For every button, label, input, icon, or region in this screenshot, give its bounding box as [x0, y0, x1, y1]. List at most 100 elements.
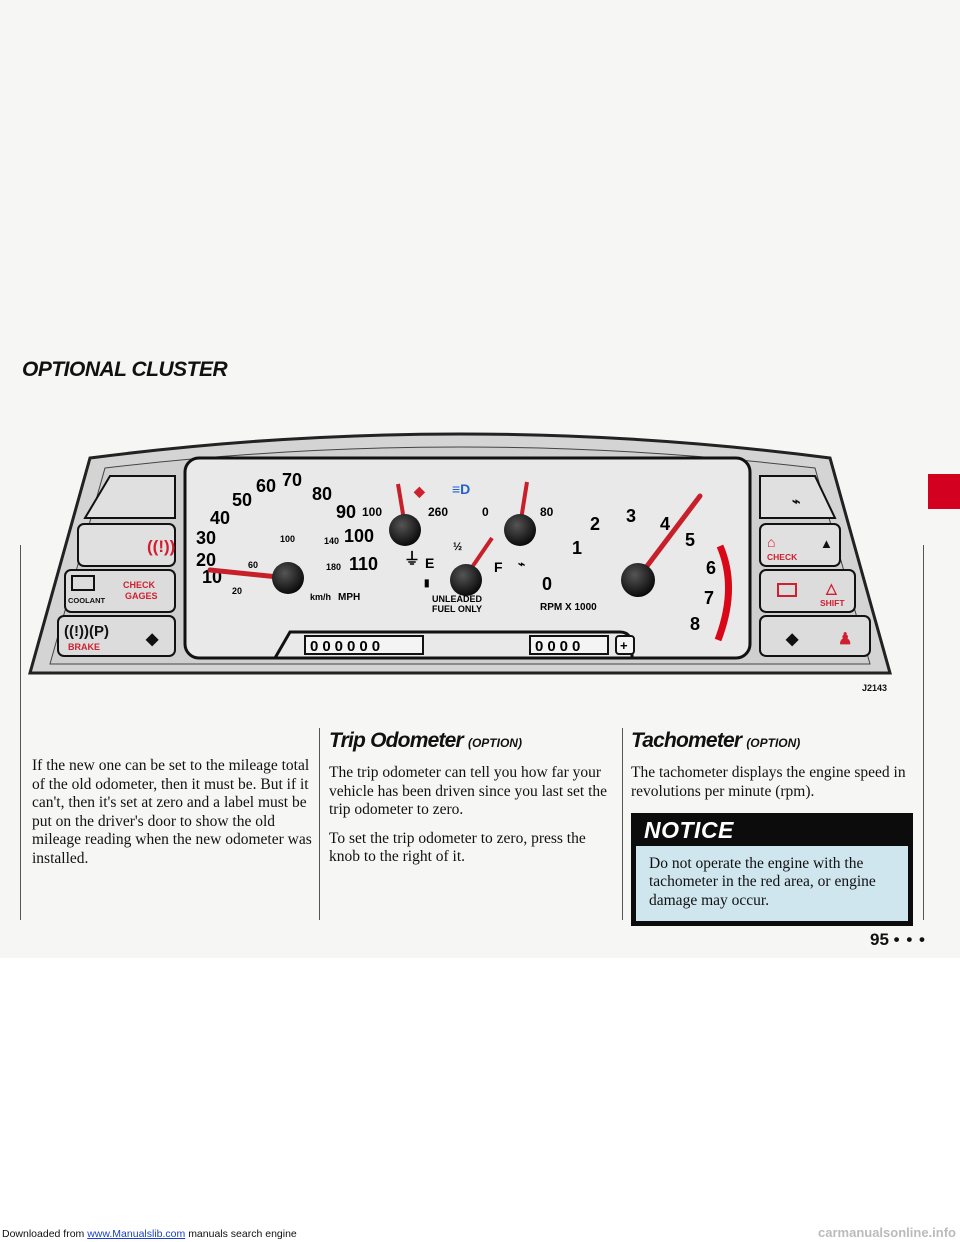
- tach-8: 8: [690, 614, 700, 634]
- tach-5: 5: [685, 530, 695, 550]
- fuel-gauge: E ½ F ▮ UNLEADED FUEL ONLY: [424, 536, 503, 614]
- odometer-digits: 000000: [310, 638, 384, 655]
- brake-warning-icon: ((!)): [147, 537, 175, 556]
- page-number-dots: • • •: [893, 930, 926, 949]
- speedo-kmh-20: 20: [232, 586, 242, 596]
- manualslib-link[interactable]: www.Manualslib.com: [87, 1228, 186, 1240]
- speedo-mph-50: 50: [232, 490, 252, 510]
- seatbelt-icon: ♟: [838, 631, 852, 648]
- speedo-mph-100: 100: [344, 526, 374, 546]
- speedo-kmh-label: km/h: [310, 592, 331, 602]
- check-engine-icon: ⌂: [767, 534, 775, 550]
- notice-title: NOTICE: [644, 817, 734, 843]
- column-rule-right: [622, 728, 623, 920]
- odometer-window: [304, 635, 424, 655]
- tach-4: 4: [660, 514, 670, 534]
- column-tachometer: Tachometer (OPTION) The tachometer displ…: [631, 728, 916, 926]
- speedo-mph-20: 20: [196, 550, 216, 570]
- oil-pressure-gauge: 0 80 ≡D ⌁: [452, 481, 554, 571]
- fuel-full-label: F: [494, 559, 503, 575]
- fuel-note-line2: FUEL ONLY: [432, 604, 482, 614]
- speedo-mph-90: 90: [336, 502, 356, 522]
- footer-suffix: manuals search engine: [188, 1228, 297, 1240]
- tach-red-zone: [714, 544, 732, 642]
- tach-needle: [635, 493, 703, 581]
- tachometer-option-tag: (OPTION): [746, 736, 801, 750]
- trip-odometer-heading: Trip Odometer (OPTION): [329, 729, 522, 752]
- speedo-kmh-140: 140: [324, 536, 339, 546]
- trip-reset-knob: [615, 635, 635, 655]
- fuel-note-line1: UNLEADED: [432, 594, 483, 604]
- column-rule-middle: [319, 728, 320, 920]
- shift-label: SHIFT: [820, 598, 845, 608]
- headlight-beam-icon: ≡D: [452, 481, 470, 497]
- tach-7: 7: [704, 588, 714, 608]
- oil-high-label: 80: [540, 505, 554, 519]
- tachometer-heading: Tachometer (OPTION): [631, 729, 801, 752]
- shift-icon: △: [825, 580, 838, 596]
- check-gages-line2: GAGES: [125, 591, 158, 601]
- right-turn-arrow-icon: ◆: [785, 631, 799, 648]
- check-label: CHECK: [767, 552, 798, 562]
- oil-low-label: 0: [482, 505, 489, 519]
- fuel-pump-icon: ▮: [424, 578, 430, 589]
- notice-body: Do not operate the engine with the tacho…: [636, 845, 908, 921]
- temperature-gauge: 100 260 ◆ ⏚: [362, 483, 448, 568]
- speedo-mph-40: 40: [210, 508, 230, 528]
- door-ajar-icon: ▲: [820, 536, 833, 551]
- trip-odometer-paragraph-2: To set the trip odometer to zero, press …: [329, 829, 586, 866]
- speedo-mph-110: 110: [349, 554, 378, 574]
- speedo-kmh-180: 180: [326, 562, 341, 572]
- notice-box: NOTICE Do not operate the engine with th…: [631, 813, 913, 926]
- fuel-empty-label: E: [425, 555, 434, 571]
- odometer-paragraph: If the new one can be set to the mileage…: [32, 757, 312, 867]
- tach-2: 2: [590, 514, 600, 534]
- left-turn-arrow-icon: ◆: [145, 631, 159, 648]
- trip-odometer-digits: 0000: [535, 638, 584, 655]
- coolant-label: COOLANT: [68, 596, 105, 605]
- oil-can-gauge-icon: ⌁: [518, 557, 525, 571]
- speedo-mph-60: 60: [256, 476, 276, 496]
- tachometer-paragraph: The tachometer displays the engine speed…: [631, 764, 906, 800]
- coolant-temp-icon: ⏚: [404, 550, 420, 568]
- watermark: carmanualsonline.info: [818, 1225, 956, 1240]
- column-trip-odometer: Trip Odometer (OPTION) The trip odometer…: [329, 728, 611, 877]
- parking-brake-icon: ((!))(P): [64, 623, 109, 640]
- tach-0: 0: [542, 574, 552, 594]
- speedo-mph-70: 70: [282, 470, 302, 490]
- figure-code: J2143: [862, 683, 888, 693]
- speedo-mph-label: MPH: [338, 592, 360, 603]
- coolant-icon: [71, 575, 95, 591]
- check-gages-line1: CHECK: [123, 580, 156, 590]
- footer-prefix: Downloaded from: [2, 1228, 85, 1240]
- download-footer: Downloaded from www.Manualslib.com manua…: [0, 1225, 960, 1242]
- speedo-kmh-60: 60: [248, 560, 258, 570]
- trip-odometer-option-tag: (OPTION): [467, 736, 522, 750]
- column-rule-edge: [923, 545, 924, 920]
- column-rule-left: [20, 545, 21, 920]
- tach-units-label: RPM X 1000: [540, 602, 597, 613]
- trip-reset-plus-icon: +: [620, 638, 628, 653]
- trip-odometer-paragraph-1: The trip odometer can tell you how far y…: [329, 764, 608, 818]
- brake-label: BRAKE: [68, 642, 100, 652]
- column-odometer-continued: If the new one can be set to the mileage…: [32, 757, 312, 878]
- section-title: OPTIONAL CLUSTER: [22, 358, 228, 381]
- oil-can-icon: ⌁: [792, 493, 800, 509]
- tach-3: 3: [626, 506, 636, 526]
- speedo-mph-80: 80: [312, 484, 332, 504]
- page-number: 95 • • •: [870, 930, 926, 949]
- speedo-kmh-100: 100: [280, 534, 295, 544]
- trip-odometer-window: [529, 635, 609, 655]
- speedo-mph-30: 30: [196, 528, 216, 548]
- instrument-cluster-illustration: ((!)) COOLANT CHECK GAGES ((!))(P) BRAKE…: [28, 432, 892, 675]
- section-tab-marker: [928, 474, 960, 509]
- temp-warning-icon: ◆: [413, 483, 426, 499]
- speedo-hub: [272, 562, 304, 594]
- battery-icon: [777, 583, 797, 597]
- speedometer: 10 20 30 40 50 60 70 80 90 100 110 20 60…: [196, 470, 378, 603]
- tachometer: 0 1 2 3 4 5 6 7 8 RPM X 1000: [540, 493, 732, 642]
- temp-low-label: 100: [362, 505, 382, 519]
- temp-high-label: 260: [428, 505, 448, 519]
- fuel-half-label: ½: [453, 541, 462, 553]
- tach-1: 1: [572, 538, 582, 558]
